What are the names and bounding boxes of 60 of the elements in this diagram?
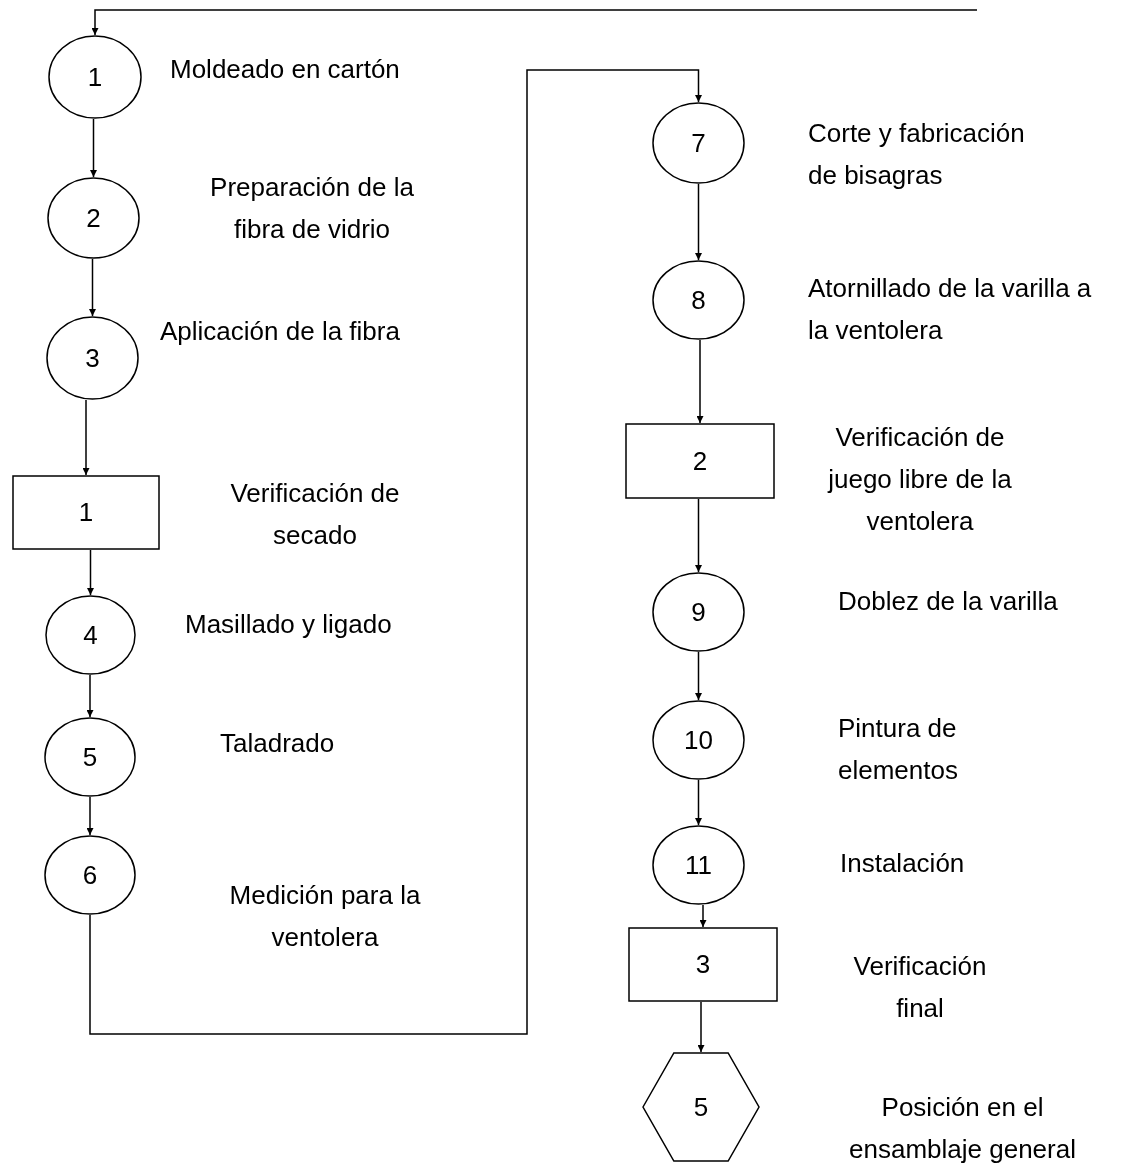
arrow <box>695 498 702 573</box>
arrow <box>696 339 704 424</box>
arrow <box>695 183 702 261</box>
inspection-box <box>625 423 775 499</box>
inspection-box <box>628 927 778 1002</box>
operation-circle <box>46 316 139 400</box>
step-description: Moldeado en cartón <box>170 53 401 86</box>
arrow <box>90 118 97 178</box>
arrow <box>82 399 90 476</box>
arrow <box>89 258 96 317</box>
operation-circle <box>652 572 745 652</box>
arrow <box>86 674 94 718</box>
step-description: Instalación <box>840 847 966 880</box>
step-number: 3 <box>85 342 100 374</box>
step-number: 11 <box>685 849 712 881</box>
step-description: Posición en el ensamblaje general <box>848 1091 1077 1166</box>
operation-circle <box>44 835 136 915</box>
operation-circle <box>652 825 745 905</box>
step-number: 2 <box>692 445 708 477</box>
step-description: Verificación de secado <box>229 477 401 552</box>
step-description: Doblez de la varilla <box>838 585 1059 618</box>
step-number: 3 <box>695 949 711 980</box>
step-number: 1 <box>87 61 103 93</box>
arrow <box>91 9 978 36</box>
step-description: Pintura de elementos <box>838 712 959 787</box>
operation-circle <box>48 35 142 119</box>
step-description: Taladrado <box>220 727 336 760</box>
operation-circle <box>652 700 745 780</box>
arrow <box>86 796 94 836</box>
operation-circle <box>652 102 745 184</box>
inspection-box <box>12 475 160 550</box>
step-number: 10 <box>684 724 713 756</box>
operation-circle <box>47 177 140 259</box>
step-description: Corte y fabricación de bisagras <box>808 117 1026 192</box>
storage-hexagon <box>642 1052 760 1162</box>
arrow <box>699 904 707 928</box>
step-description: Verificación final <box>852 950 988 1025</box>
step-number: 5 <box>82 741 98 773</box>
step-description: Atornillado de la varilla a la ventolera <box>808 272 1093 347</box>
step-number: 7 <box>691 127 706 159</box>
arrow <box>695 779 702 826</box>
operation-circle <box>45 595 136 675</box>
step-description: Masillado y ligado <box>185 608 393 641</box>
arrow <box>695 651 702 701</box>
operation-circle <box>652 260 745 340</box>
step-number: 2 <box>86 202 101 234</box>
step-description: Preparación de la fibra de vidrio <box>209 171 415 246</box>
step-description: Medición para la ventolera <box>228 879 422 954</box>
step-description: Aplicación de la fibra <box>160 315 401 348</box>
step-number: 1 <box>78 497 94 528</box>
arrow <box>697 1001 705 1053</box>
arrow <box>89 69 702 1035</box>
operation-circle <box>44 717 136 797</box>
step-number: 4 <box>83 619 98 651</box>
step-number: 6 <box>82 859 98 891</box>
arrow <box>87 549 94 596</box>
step-number: 5 <box>693 1091 709 1123</box>
step-description: Verificación de juego libre de la ventolera <box>826 421 1013 538</box>
step-number: 8 <box>691 284 706 316</box>
step-number: 9 <box>691 596 706 628</box>
